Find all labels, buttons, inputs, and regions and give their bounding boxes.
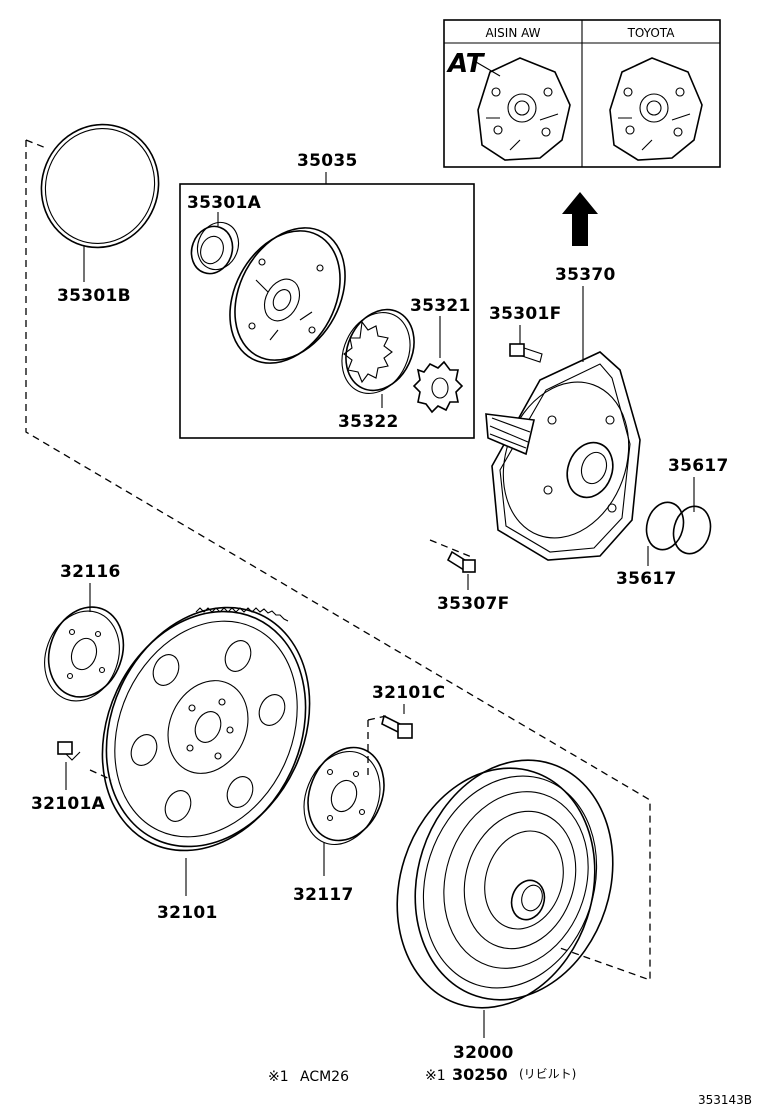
label-35301B: 35301B	[57, 286, 131, 306]
pump-body-toyota-icon	[609, 57, 703, 161]
note2-suffix: (リビルト)	[519, 1067, 576, 1081]
label-35307F: 35307F	[437, 594, 510, 614]
note2-mark: ※1	[425, 1068, 446, 1084]
label-35370: 35370	[555, 265, 616, 285]
note2-part: 30250	[452, 1065, 508, 1084]
note1-text: ACM26	[300, 1069, 349, 1085]
label-35321: 35321	[410, 296, 471, 316]
label-32000: 32000	[453, 1043, 514, 1063]
label-35301A: 35301A	[187, 193, 262, 213]
inner-gear-35321	[412, 360, 464, 414]
oil-seal-35301A	[190, 221, 240, 275]
label-32101A: 32101A	[31, 794, 106, 814]
pump-cover-plate	[229, 227, 346, 364]
drive-plate-32101	[101, 606, 311, 852]
label-32117: 32117	[293, 885, 354, 905]
label-32101C: 32101C	[372, 683, 445, 703]
label-32101: 32101	[157, 903, 218, 923]
outer-gear-35322	[341, 308, 415, 408]
gasket-ring-35301B	[40, 123, 160, 282]
seal-rings-35617	[645, 501, 712, 555]
legend-col-aisin: AISIN AW	[485, 26, 540, 40]
label-32116: 32116	[60, 562, 121, 582]
label-35035: 35035	[297, 151, 358, 171]
bolt-35301F	[509, 343, 543, 363]
label-35322: 35322	[338, 412, 399, 432]
bolt-32101C	[381, 714, 413, 739]
spacer-32116	[44, 606, 125, 702]
assembly-dashed-lines	[25, 139, 651, 981]
bolt-32101A	[57, 741, 81, 761]
legend-col-toyota: TOYOTA	[627, 26, 676, 40]
kit-box-35035	[179, 183, 475, 439]
label-35301F: 35301F	[489, 304, 562, 324]
label-35617-top: 35617	[668, 456, 729, 476]
figure-id: 353143B	[698, 1093, 752, 1107]
bolt-35307F	[446, 550, 476, 573]
torque-converter-32000	[396, 759, 614, 1009]
pump-body-aisin-icon	[477, 57, 571, 161]
pump-body-35370	[485, 351, 641, 561]
note1-mark: ※1	[268, 1069, 289, 1085]
label-35617-bottom: 35617	[616, 569, 677, 589]
spacer-32117	[303, 746, 385, 846]
up-arrow-icon	[562, 192, 598, 246]
maker-legend-box: AISIN AW TOYOTA AT	[443, 19, 721, 168]
